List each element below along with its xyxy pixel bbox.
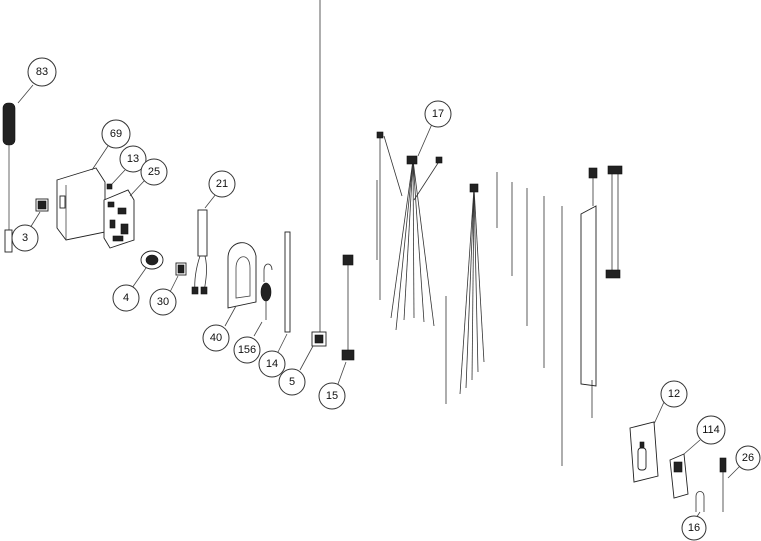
svg-text:30: 30 bbox=[157, 296, 169, 308]
part-16-clip bbox=[695, 491, 705, 519]
part-12-valve-plate bbox=[629, 401, 665, 483]
callout-16: 16 bbox=[681, 515, 707, 541]
callout-21: 21 bbox=[208, 170, 236, 198]
part-5-valve-wire bbox=[299, 0, 327, 371]
callout-15: 15 bbox=[318, 382, 346, 410]
part-25-control-board bbox=[103, 179, 146, 249]
callout-3: 3 bbox=[11, 224, 39, 252]
part-17-wiring-harness bbox=[376, 123, 563, 466]
part-156-sensor bbox=[253, 263, 273, 337]
svg-text:14: 14 bbox=[266, 358, 278, 370]
callout-17: 17 bbox=[424, 100, 452, 128]
svg-text:26: 26 bbox=[742, 452, 754, 464]
svg-text:17: 17 bbox=[432, 108, 444, 120]
callout-13: 13 bbox=[119, 145, 147, 173]
part-3-switch bbox=[29, 198, 49, 229]
part-long-panel bbox=[580, 167, 598, 418]
part-30-connector bbox=[169, 262, 187, 293]
callout-14: 14 bbox=[258, 350, 286, 378]
svg-text:156: 156 bbox=[238, 344, 256, 356]
svg-text:25: 25 bbox=[148, 166, 160, 178]
part-69-bracket-plate bbox=[56, 145, 109, 241]
callout-114: 114 bbox=[696, 415, 726, 445]
callout-12: 12 bbox=[660, 380, 688, 408]
svg-text:13: 13 bbox=[127, 153, 139, 165]
callout-40: 40 bbox=[202, 324, 230, 352]
part-21-ignitor bbox=[191, 193, 217, 295]
svg-text:12: 12 bbox=[668, 388, 680, 400]
part-14-rod bbox=[277, 231, 291, 353]
part-15-pipe bbox=[337, 254, 355, 385]
callout-26: 26 bbox=[735, 445, 761, 471]
part-114-thermostat bbox=[669, 439, 701, 499]
svg-text:16: 16 bbox=[688, 522, 700, 534]
svg-text:3: 3 bbox=[22, 232, 28, 244]
part-83-probe bbox=[2, 84, 34, 253]
svg-text:114: 114 bbox=[702, 424, 720, 436]
part-13-screw bbox=[106, 169, 126, 190]
callout-30: 30 bbox=[149, 288, 177, 316]
callout-25: 25 bbox=[140, 158, 168, 186]
part-26-probe-rod bbox=[719, 457, 741, 512]
svg-text:83: 83 bbox=[36, 66, 48, 78]
callout-69: 69 bbox=[101, 119, 131, 149]
callout-5: 5 bbox=[278, 368, 306, 396]
svg-text:5: 5 bbox=[289, 376, 295, 388]
svg-text:4: 4 bbox=[123, 292, 129, 304]
svg-text:21: 21 bbox=[216, 178, 228, 190]
part-side-bracket bbox=[605, 165, 623, 279]
part-4-pressure-switch bbox=[131, 250, 164, 289]
callout-83: 83 bbox=[27, 57, 57, 87]
svg-text:15: 15 bbox=[326, 390, 338, 402]
svg-text:40: 40 bbox=[210, 332, 222, 344]
svg-text:69: 69 bbox=[110, 128, 122, 140]
part-40-shield bbox=[224, 242, 257, 327]
callout-156: 156 bbox=[233, 336, 261, 364]
callout-4: 4 bbox=[112, 284, 140, 312]
